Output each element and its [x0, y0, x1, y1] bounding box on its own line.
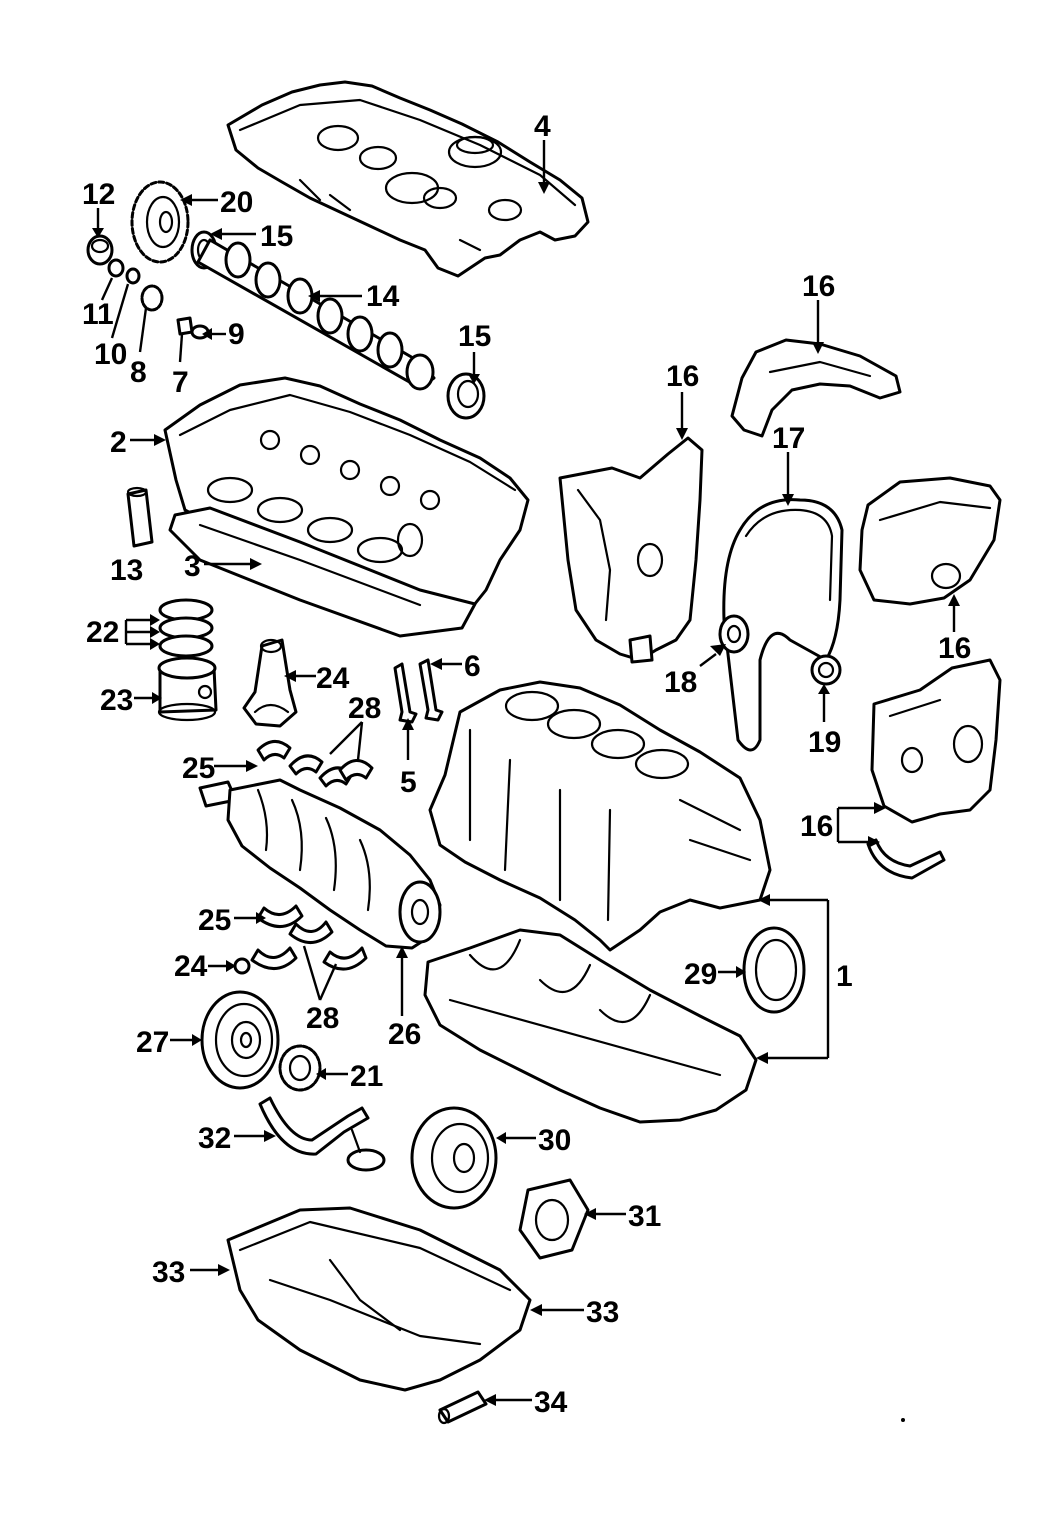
callout-11: 11 — [82, 298, 114, 331]
callout-23: 23 — [100, 684, 133, 717]
callout-15-lower: 15 — [458, 320, 491, 353]
stray-dot — [901, 1418, 905, 1422]
lower-block — [423, 928, 758, 1124]
timing-cover-lower — [870, 658, 1002, 824]
timing-cover-outer — [858, 476, 1002, 606]
callout-3: 3 — [184, 550, 201, 583]
timing-cover-inner — [558, 436, 704, 664]
timing-cover-upper — [730, 338, 902, 438]
head-gasket — [168, 506, 477, 638]
cam-sprocket — [130, 180, 190, 264]
callout-24-lower: 24 — [174, 950, 208, 983]
callout-16-lower: 16 — [800, 810, 833, 843]
connecting-rod — [242, 638, 298, 728]
piston — [157, 656, 218, 722]
dowel-pin — [126, 486, 154, 548]
callout-26: 26 — [388, 1018, 421, 1051]
callout-29: 29 — [684, 958, 717, 991]
idler-pulley — [810, 654, 842, 686]
callout-20: 20 — [220, 186, 253, 219]
lower-bearings — [233, 904, 368, 975]
callout-25-upper: 25 — [182, 752, 215, 785]
callout-13: 13 — [110, 554, 143, 587]
callout-4: 4 — [534, 110, 551, 143]
leader-lines — [92, 140, 960, 1406]
callout-9: 9 — [228, 318, 245, 351]
callout-12: 12 — [82, 178, 115, 211]
callout-31: 31 — [628, 1200, 661, 1233]
valve-small-parts — [86, 234, 210, 340]
callout-6: 6 — [464, 650, 481, 683]
valve-cover — [226, 80, 590, 278]
oil-pump — [410, 1106, 498, 1210]
callout-22: 22 — [86, 616, 119, 649]
engine-block — [428, 680, 772, 952]
callout-27: 27 — [136, 1026, 169, 1059]
rear-main-seal — [742, 926, 806, 1014]
callout-28-lower: 28 — [306, 1002, 339, 1035]
callout-14: 14 — [366, 280, 400, 313]
callout-25-lower: 25 — [198, 904, 231, 937]
callout-33-right: 33 — [586, 1296, 619, 1329]
cover-bracket — [866, 838, 946, 880]
crank-sprocket — [278, 1044, 322, 1092]
callout-19: 19 — [808, 726, 841, 759]
callout-17: 17 — [772, 422, 805, 455]
crank-pulley — [200, 990, 280, 1090]
callout-16-outer: 16 — [938, 632, 971, 665]
oil-pan — [226, 1206, 532, 1392]
callout-15-upper: 15 — [260, 220, 293, 253]
drain-plug — [437, 1390, 488, 1425]
callout-2: 2 — [110, 426, 127, 459]
callout-16-upper: 16 — [802, 270, 835, 303]
belt-tensioner — [718, 614, 750, 654]
callout-labels: 1 2 3 4 5 6 7 8 9 10 11 12 13 14 15 15 1… — [82, 110, 971, 1419]
callout-8: 8 — [130, 356, 147, 389]
callout-33-left: 33 — [152, 1256, 185, 1289]
piston-rings — [158, 598, 214, 658]
callout-7: 7 — [172, 366, 189, 399]
valves — [393, 658, 444, 724]
callout-32: 32 — [198, 1122, 231, 1155]
upper-bearings — [256, 740, 374, 788]
callout-18: 18 — [664, 666, 697, 699]
callout-5: 5 — [400, 766, 417, 799]
camshaft — [196, 238, 436, 391]
callout-1: 1 — [836, 960, 853, 993]
callout-30: 30 — [538, 1124, 571, 1157]
callout-16-inner: 16 — [666, 360, 699, 393]
crankshaft — [198, 778, 442, 950]
oil-pickup-tube — [258, 1096, 386, 1172]
callout-28-upper: 28 — [348, 692, 381, 725]
gasket-plate — [518, 1178, 590, 1260]
callout-24-upper: 24 — [316, 662, 350, 695]
callout-10: 10 — [94, 338, 127, 371]
callout-21: 21 — [350, 1060, 383, 1093]
camshaft-seal-lower — [446, 372, 486, 420]
callout-34: 34 — [534, 1386, 568, 1419]
